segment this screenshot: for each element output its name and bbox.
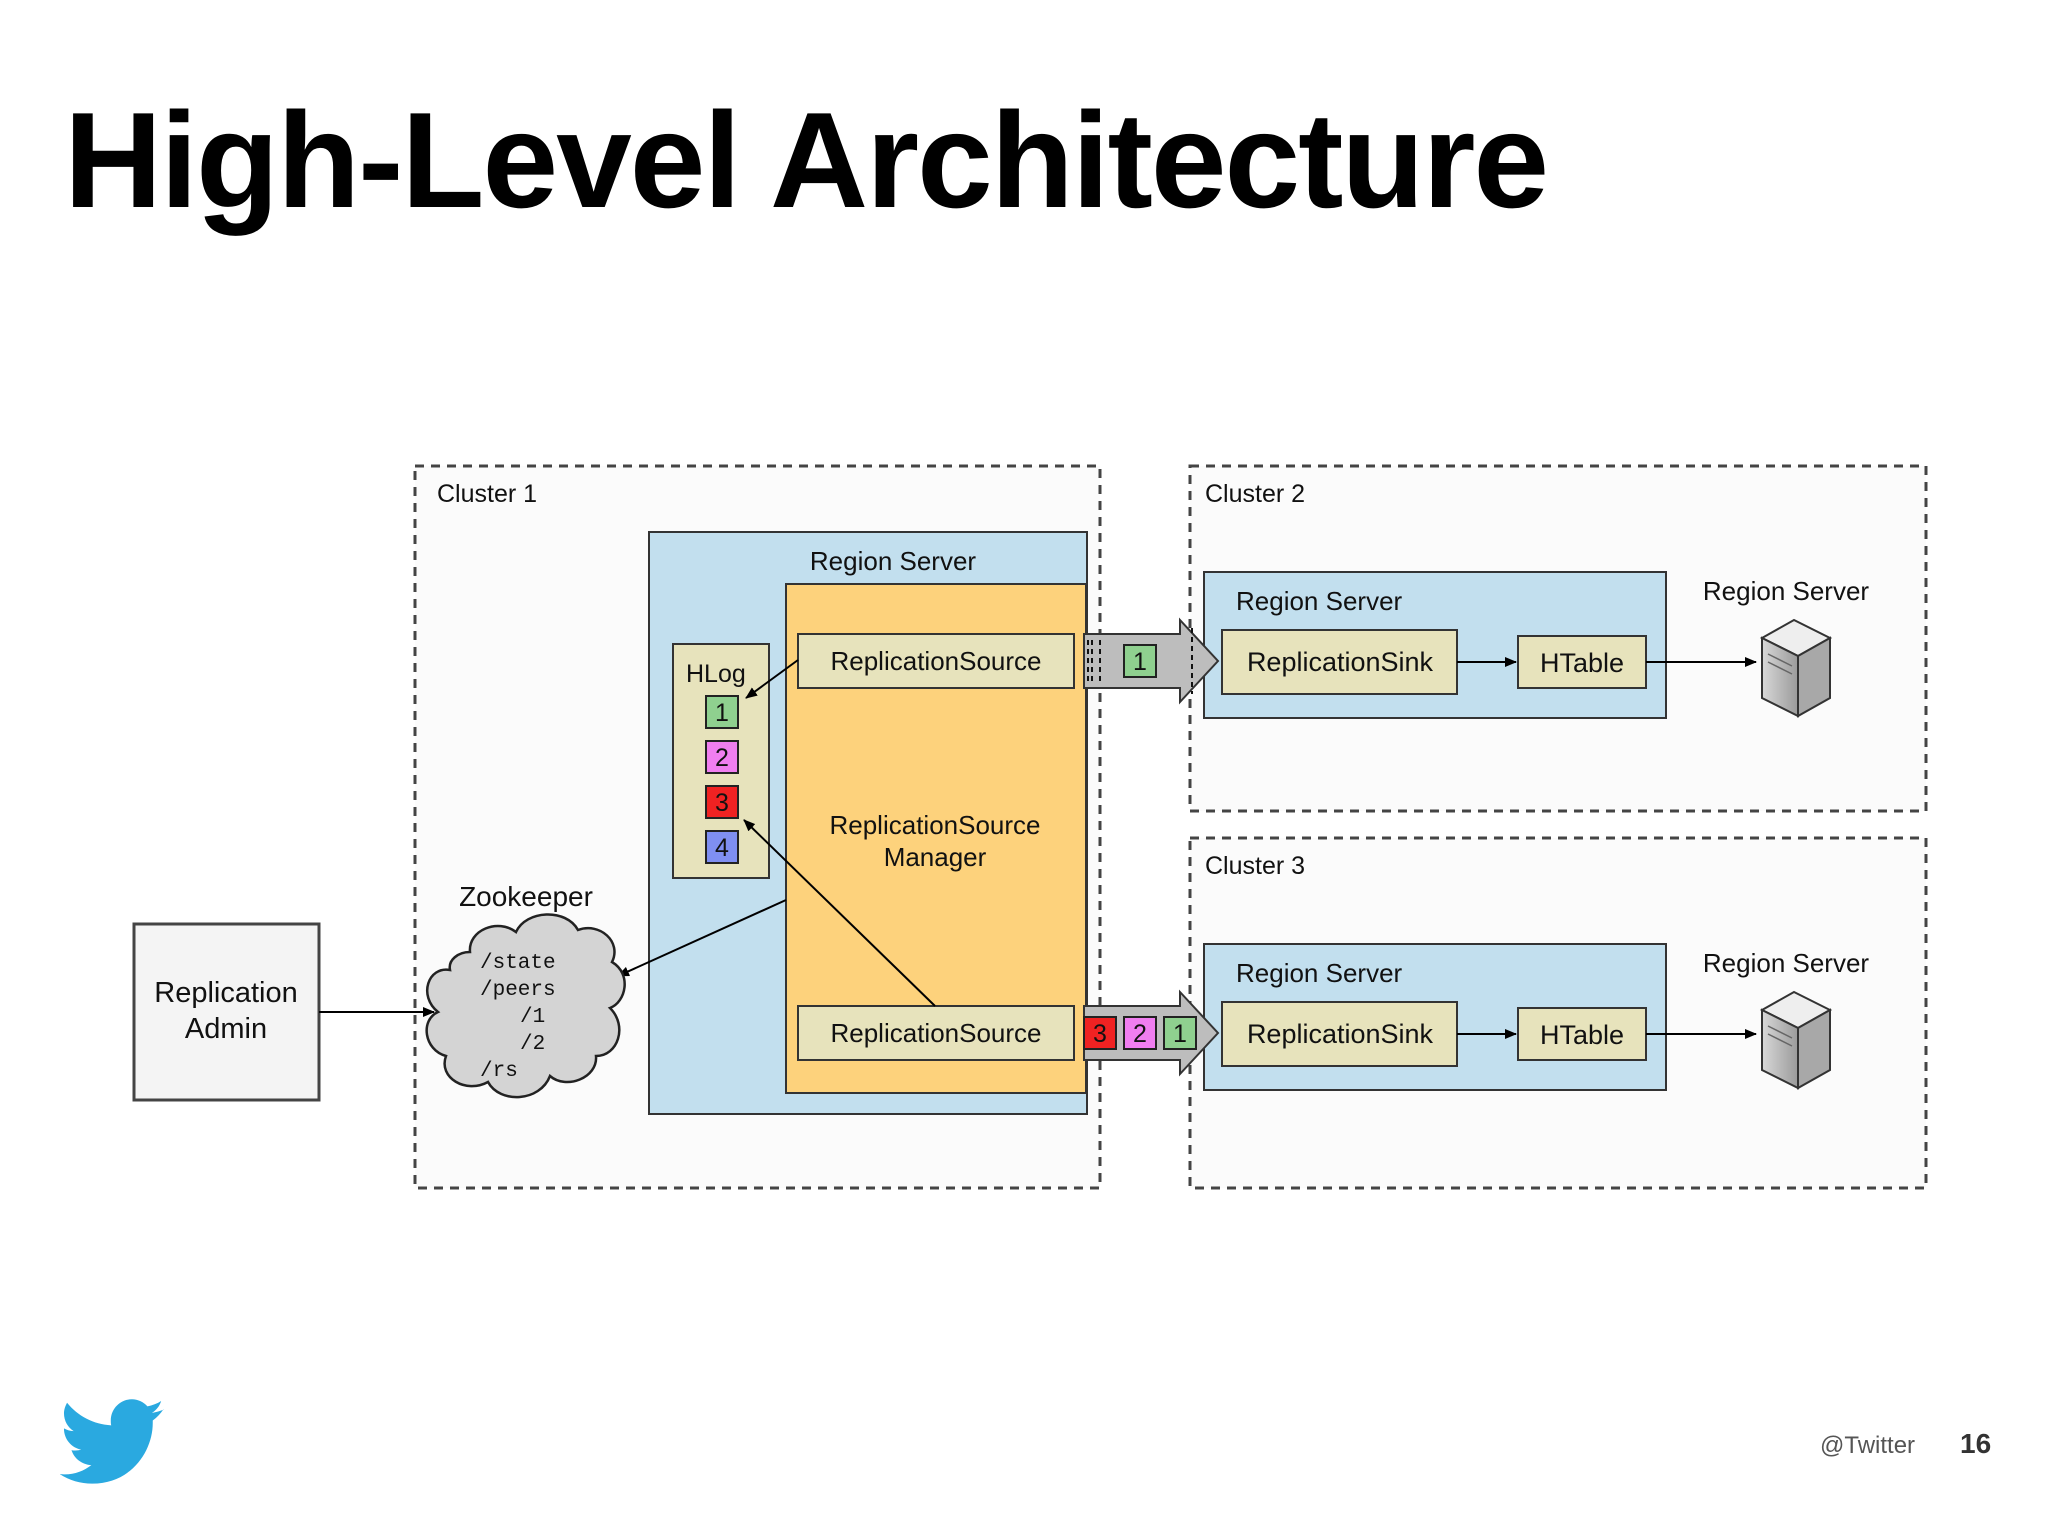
hlog-entry-2-box	[705, 740, 739, 774]
cluster-3-replication-sink-label: ReplicationSink	[1247, 1019, 1434, 1049]
hlog-entry-3-label: 3	[715, 789, 729, 817]
arrow-source-to-hlog	[745, 659, 799, 699]
replication-source-top-label: ReplicationSource	[830, 646, 1041, 676]
shipped-c3-entry-1-box	[1163, 1016, 1197, 1050]
arrow-source-bottom-to-hlog	[743, 819, 936, 1007]
zookeeper-cloud	[425, 913, 626, 1099]
zookeeper-path-0: /state	[480, 952, 556, 975]
hlog-entry-2: 2	[705, 740, 739, 774]
replication-source-manager-label-2: Manager	[884, 842, 987, 872]
hlog-entry-1-label: 1	[715, 699, 729, 727]
zookeeper-path-3: /2	[520, 1033, 545, 1056]
cluster-2-region-server-label: Region Server	[1236, 586, 1403, 616]
zookeeper-path-2: /1	[520, 1006, 545, 1029]
cluster-3-replication-sink	[1221, 1001, 1458, 1067]
replication-admin-box	[132, 922, 321, 1102]
replication-source-bottom	[797, 1005, 1075, 1061]
zookeeper-path-4: /rs	[480, 1060, 518, 1083]
zookeeper-path-1: /peers	[480, 979, 556, 1002]
zookeeper-label: Zookeeper	[459, 881, 593, 912]
cluster-2-server-label: Region Server	[1703, 576, 1870, 606]
cluster-2-htable	[1517, 635, 1647, 689]
hlog-entry-3: 3	[705, 785, 739, 819]
hlog-entry-4-box	[705, 830, 739, 864]
replication-source-bottom-label: ReplicationSource	[830, 1018, 1041, 1048]
cluster-2-htable-label: HTable	[1540, 648, 1624, 678]
twitter-bird-icon	[59, 1398, 166, 1493]
cluster-2-label: Cluster 2	[1205, 480, 1305, 508]
arrow-manager-to-zookeeper	[617, 899, 787, 977]
hlog-entry-2-label: 2	[715, 744, 729, 772]
hlog-entry-1-box	[705, 695, 739, 729]
cluster-3-server-icon	[1759, 990, 1833, 1090]
slide-title: High-Level Architecture	[64, 84, 1549, 236]
shipped-c3-entry-3-box	[1083, 1016, 1117, 1050]
shipped-c3-entry-2-label: 2	[1133, 1020, 1147, 1048]
cluster-1-label: Cluster 1	[437, 480, 537, 508]
shipped-c3-entry-3-label: 3	[1093, 1020, 1107, 1048]
cluster-2-replication-sink	[1221, 629, 1458, 695]
zookeeper-paths: /state/peers/1/2/rs	[480, 952, 556, 1083]
shipped-c3-entry-2-box	[1123, 1016, 1157, 1050]
shipped-entries-cluster-2: 1	[1123, 644, 1157, 678]
shipped-c3-entry-3: 3	[1083, 1016, 1117, 1050]
replication-admin-label-2: Admin	[185, 1013, 267, 1045]
page-number: 16	[1960, 1428, 1992, 1459]
cluster-2-server-icon	[1759, 618, 1833, 718]
hlog-entry-4-label: 4	[715, 834, 729, 862]
hlog-label: HLog	[686, 660, 746, 688]
cluster-3-label: Cluster 3	[1205, 852, 1305, 880]
cluster-3-server-label: Region Server	[1703, 948, 1870, 978]
hlog-entry-3-box	[705, 785, 739, 819]
shipped-c3-entry-1: 1	[1163, 1016, 1197, 1050]
replication-source-manager-label-1: ReplicationSource	[829, 810, 1040, 840]
hlog-entries: 1 2 3 4	[705, 695, 739, 864]
cluster-3-htable	[1517, 1007, 1647, 1061]
cluster-3-region-server-label: Region Server	[1236, 958, 1403, 988]
shipped-c2-entry-1-box	[1123, 644, 1157, 678]
footer-handle: @Twitter	[1820, 1432, 1916, 1459]
shipped-c3-entry-1-label: 1	[1173, 1020, 1187, 1048]
hlog-entry-4: 4	[705, 830, 739, 864]
shipped-c2-entry-1-label: 1	[1133, 648, 1147, 676]
shipped-c2-entry-1: 1	[1123, 644, 1157, 678]
replication-admin-label-1: Replication	[154, 977, 297, 1009]
replication-source-top	[797, 633, 1075, 689]
cluster-1-region-server-label: Region Server	[810, 546, 977, 576]
cluster-3-htable-label: HTable	[1540, 1020, 1624, 1050]
shipped-c3-entry-2: 2	[1123, 1016, 1157, 1050]
cluster-2-replication-sink-label: ReplicationSink	[1247, 647, 1434, 677]
hlog-entry-1: 1	[705, 695, 739, 729]
